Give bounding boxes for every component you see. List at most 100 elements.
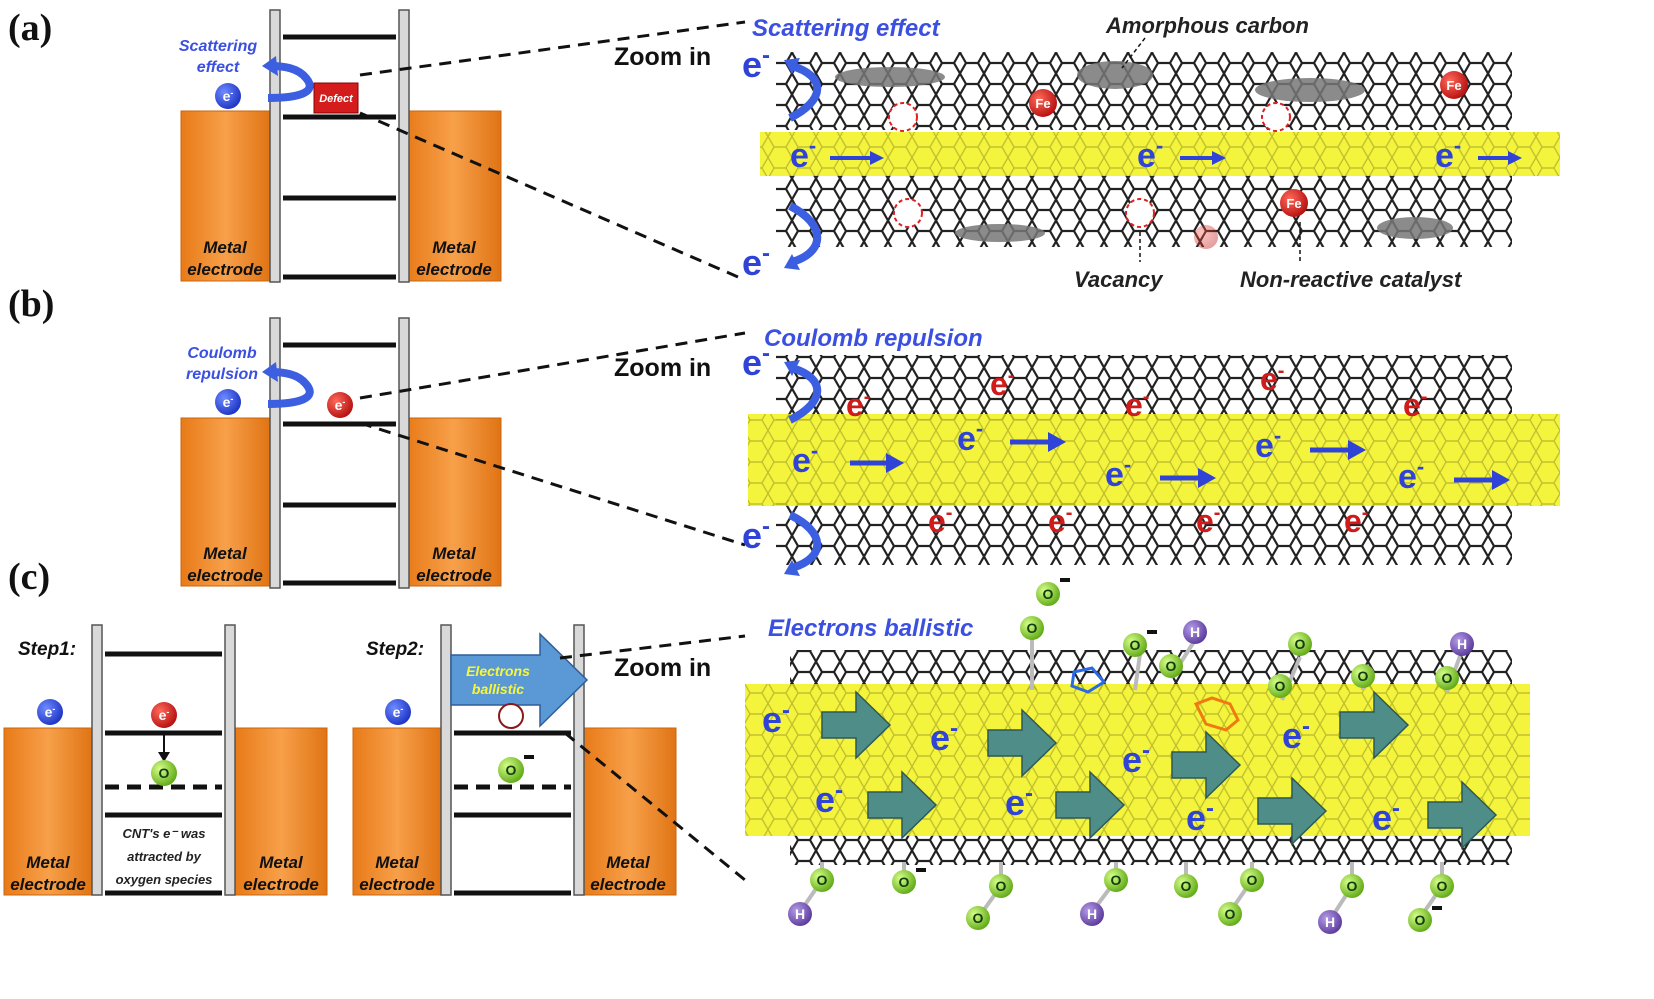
trapped-electron-label: e- <box>928 502 952 539</box>
zoom-line-bottom <box>359 111 746 282</box>
svg-text:O: O <box>973 910 984 926</box>
electrode-label-line2: electrode <box>416 260 492 279</box>
channel-lattice <box>760 132 1560 176</box>
panel-a: (a) Metal electrode Metal electrode Defe… <box>8 7 1560 292</box>
zoom-line-top <box>559 634 746 660</box>
repelled-electrons: e- e- <box>742 340 822 576</box>
electron-ball-label: e- <box>393 704 404 720</box>
ballistic-arrow <box>450 632 589 728</box>
zoom-line-top <box>359 20 746 77</box>
electron-label: e- <box>1137 133 1163 175</box>
trapped-electrons: e- e- e- e- e- e- e- e- e- <box>846 360 1427 539</box>
metal-electrode-left <box>352 727 442 896</box>
electrode-label-line1: Metal <box>432 544 477 563</box>
inset-effect-line2: effect <box>197 59 240 76</box>
energy-levels <box>283 342 396 586</box>
zoom-line-top <box>359 331 746 400</box>
vacancy-marker <box>1125 198 1155 228</box>
fe-atom-label: Fe <box>1286 196 1301 211</box>
svg-text:O: O <box>1130 637 1141 653</box>
defect-box <box>313 82 359 114</box>
trapped-electron-ball <box>327 392 353 418</box>
svg-text:O: O <box>996 878 1007 894</box>
panel-c-title: Electrons ballistic <box>768 615 973 642</box>
vacancy-marker <box>888 102 918 132</box>
adsorbates: O O O H O O O O H O O H O O O O <box>788 578 1474 934</box>
electron-ball-label: e- <box>335 397 346 413</box>
adsorbed-ring-orange <box>1193 696 1240 732</box>
barrier-left <box>91 624 103 896</box>
electron-label: e- <box>1372 795 1400 838</box>
electron-label: e- <box>1398 454 1424 496</box>
electrode-label-line1: Metal <box>203 238 248 257</box>
electron-label: e- <box>1282 713 1310 756</box>
tube-wall-top <box>790 650 1512 690</box>
trapped-electron-label: e- <box>1344 502 1368 539</box>
oxygen-atom <box>151 760 177 786</box>
oxygen-ion <box>498 757 524 783</box>
svg-text:O: O <box>1358 668 1369 684</box>
ballistic-arrow-line1: Electrons <box>466 663 530 679</box>
trapped-electron-label: e- <box>846 386 870 423</box>
zoom-line-bottom <box>359 421 746 547</box>
nanotube-b: e- e- e- e- e- e- e- e- e- e- e- e- <box>742 340 1560 576</box>
energy-diagram-b: Metal electrode Metal electrode e- e- Co… <box>180 317 502 589</box>
svg-text:O: O <box>1166 658 1177 674</box>
panel-letter-a: (a) <box>8 7 52 49</box>
electron-ball <box>215 83 241 109</box>
electron-ball-label: e- <box>223 88 234 104</box>
electrode-label-line2: electrode <box>187 566 263 585</box>
svg-text:O: O <box>1275 678 1286 694</box>
trapped-electron-label: e- <box>1048 502 1072 539</box>
svg-text:O: O <box>899 874 910 890</box>
zoom-in-label: Zoom in <box>614 43 711 71</box>
barrier-left <box>269 9 281 283</box>
panel-letter-c: (c) <box>8 556 50 598</box>
electrode-label-line1: Metal <box>606 853 651 872</box>
amorphous-carbon-blob <box>835 67 945 87</box>
step1-note-line3: oxygen species <box>116 872 213 887</box>
oxygen-top: O O O H O O O O H O <box>1020 578 1474 698</box>
metal-electrode-right <box>405 417 502 587</box>
oxygen-atom-label: O <box>506 762 517 778</box>
electron-label: e- <box>1255 423 1281 465</box>
electron-label: e- <box>790 133 816 175</box>
metal-electrode-left <box>180 110 271 282</box>
electron-label: e- <box>1435 133 1461 175</box>
electron-ball-label: e- <box>223 394 234 410</box>
electron-label: e- <box>742 513 770 556</box>
electrode-label-line1: Metal <box>203 544 248 563</box>
zoom-in-label: Zoom in <box>614 354 711 382</box>
tube-wall-top <box>776 355 1512 420</box>
electron-label: e- <box>1105 452 1131 494</box>
electron-label: e- <box>957 416 983 458</box>
amorphous-carbon-blob <box>1377 217 1453 239</box>
amorphous-carbon-blob <box>1077 61 1153 89</box>
electron-ball <box>37 699 63 725</box>
nanotube-a: Fe Fe Fe e- e- e- e- <box>742 42 1560 283</box>
electron-label: e- <box>1005 780 1033 823</box>
ballistic-electrons: e- e- e- e- e- e- e- e- <box>762 697 1400 838</box>
electron-ball <box>215 389 241 415</box>
amorphous-carbon-blob <box>1255 78 1365 102</box>
tube-wall-bottom <box>776 500 1512 565</box>
electron-label: e- <box>1122 737 1150 780</box>
electron-ball-label: e- <box>45 704 56 720</box>
panel-b-title: Coulomb repulsion <box>764 325 983 352</box>
fe-atoms: Fe Fe Fe <box>1029 71 1468 249</box>
trapped-electron-label: e- <box>1196 502 1220 539</box>
panel-letter-b: (b) <box>8 283 54 325</box>
vacancy-marker <box>1261 102 1291 132</box>
amorphous-carbon-label: Amorphous carbon <box>1105 13 1309 38</box>
barrier-right <box>398 317 410 589</box>
svg-text:H: H <box>1457 636 1467 652</box>
trapped-electron-label: e- <box>1125 386 1149 423</box>
panel-b: (b) Metal electrode Metal electrode e- e… <box>8 283 1560 589</box>
inset-effect-line2: repulsion <box>186 366 258 383</box>
electrode-label-line2: electrode <box>590 875 666 894</box>
electron-ball <box>385 699 411 725</box>
channel-lattice <box>748 414 1560 506</box>
electrode-label-line2: electrode <box>359 875 435 894</box>
svg-text:O: O <box>1111 872 1122 888</box>
non-reactive-catalyst-label: Non-reactive catalyst <box>1240 267 1463 292</box>
